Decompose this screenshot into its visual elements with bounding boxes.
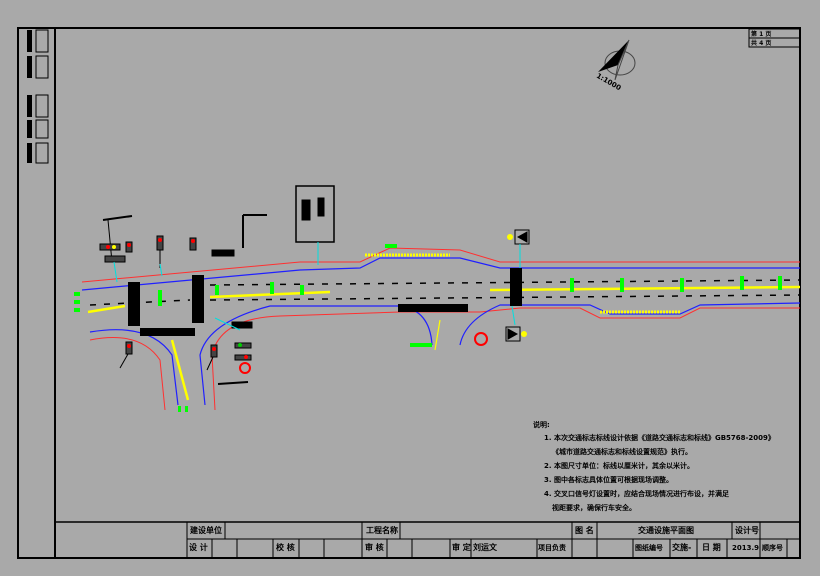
note-line: 1. 本次交通标志标线设计依据《道路交通标志和标线》GB5768-2009》 bbox=[544, 434, 775, 442]
lane-markings bbox=[74, 244, 782, 412]
left-binding-strip bbox=[27, 29, 49, 164]
note-line: 2. 本图尺寸单位：标线以厘米计，其余以米计。 bbox=[544, 462, 694, 470]
construction-unit-label: 建设单位 bbox=[190, 526, 222, 535]
approve-label: 审 定 bbox=[452, 543, 471, 552]
check-label: 校 核 bbox=[276, 543, 295, 552]
date-value: 2013.9 bbox=[732, 544, 760, 552]
leader-lines bbox=[113, 242, 521, 331]
project-name-label: 工程名称 bbox=[366, 526, 398, 535]
note-line: 《城市道路交通标志和标线设置规范》执行。 bbox=[552, 448, 692, 456]
sheet-box bbox=[748, 28, 801, 48]
sheet-number: 第 1 页 bbox=[751, 31, 772, 38]
design-label: 设 计 bbox=[189, 543, 208, 552]
design-no-label: 设计号 bbox=[735, 526, 759, 535]
outer-frame bbox=[17, 27, 801, 559]
drawing-no: 交施- bbox=[672, 543, 692, 552]
sequence-label: 顺序号 bbox=[762, 544, 783, 552]
drawing-name: 交通设施平面图 bbox=[638, 526, 694, 535]
signal-lamps bbox=[106, 234, 527, 374]
curb-lines bbox=[81, 257, 801, 406]
note-line: 视距要求，确保行车安全。 bbox=[552, 504, 636, 512]
drawing-name-label: 图 名 bbox=[575, 526, 594, 535]
review-label: 审 核 bbox=[365, 543, 384, 552]
north-arrow-icon bbox=[598, 39, 636, 81]
note-line: 3. 图中各标志具体位置可根据现场调整。 bbox=[544, 476, 673, 484]
drawing-no-label: 图纸编号 bbox=[635, 544, 663, 552]
date-label: 日 期 bbox=[702, 543, 721, 552]
crosswalks bbox=[128, 268, 522, 336]
lane-dashes bbox=[89, 279, 801, 306]
note-line: 4. 交叉口信号灯设置时，应结合现场情况进行布设，并满足 bbox=[544, 490, 729, 498]
notes-heading: 说明: bbox=[533, 421, 550, 429]
center-line bbox=[87, 253, 801, 401]
title-block-grid bbox=[55, 521, 800, 558]
approver-name: 刘运文 bbox=[473, 543, 497, 552]
project-lead-label: 项目负责 bbox=[538, 544, 566, 552]
sheet-total: 共 4 页 bbox=[751, 40, 772, 47]
traffic-signals bbox=[99, 185, 530, 385]
